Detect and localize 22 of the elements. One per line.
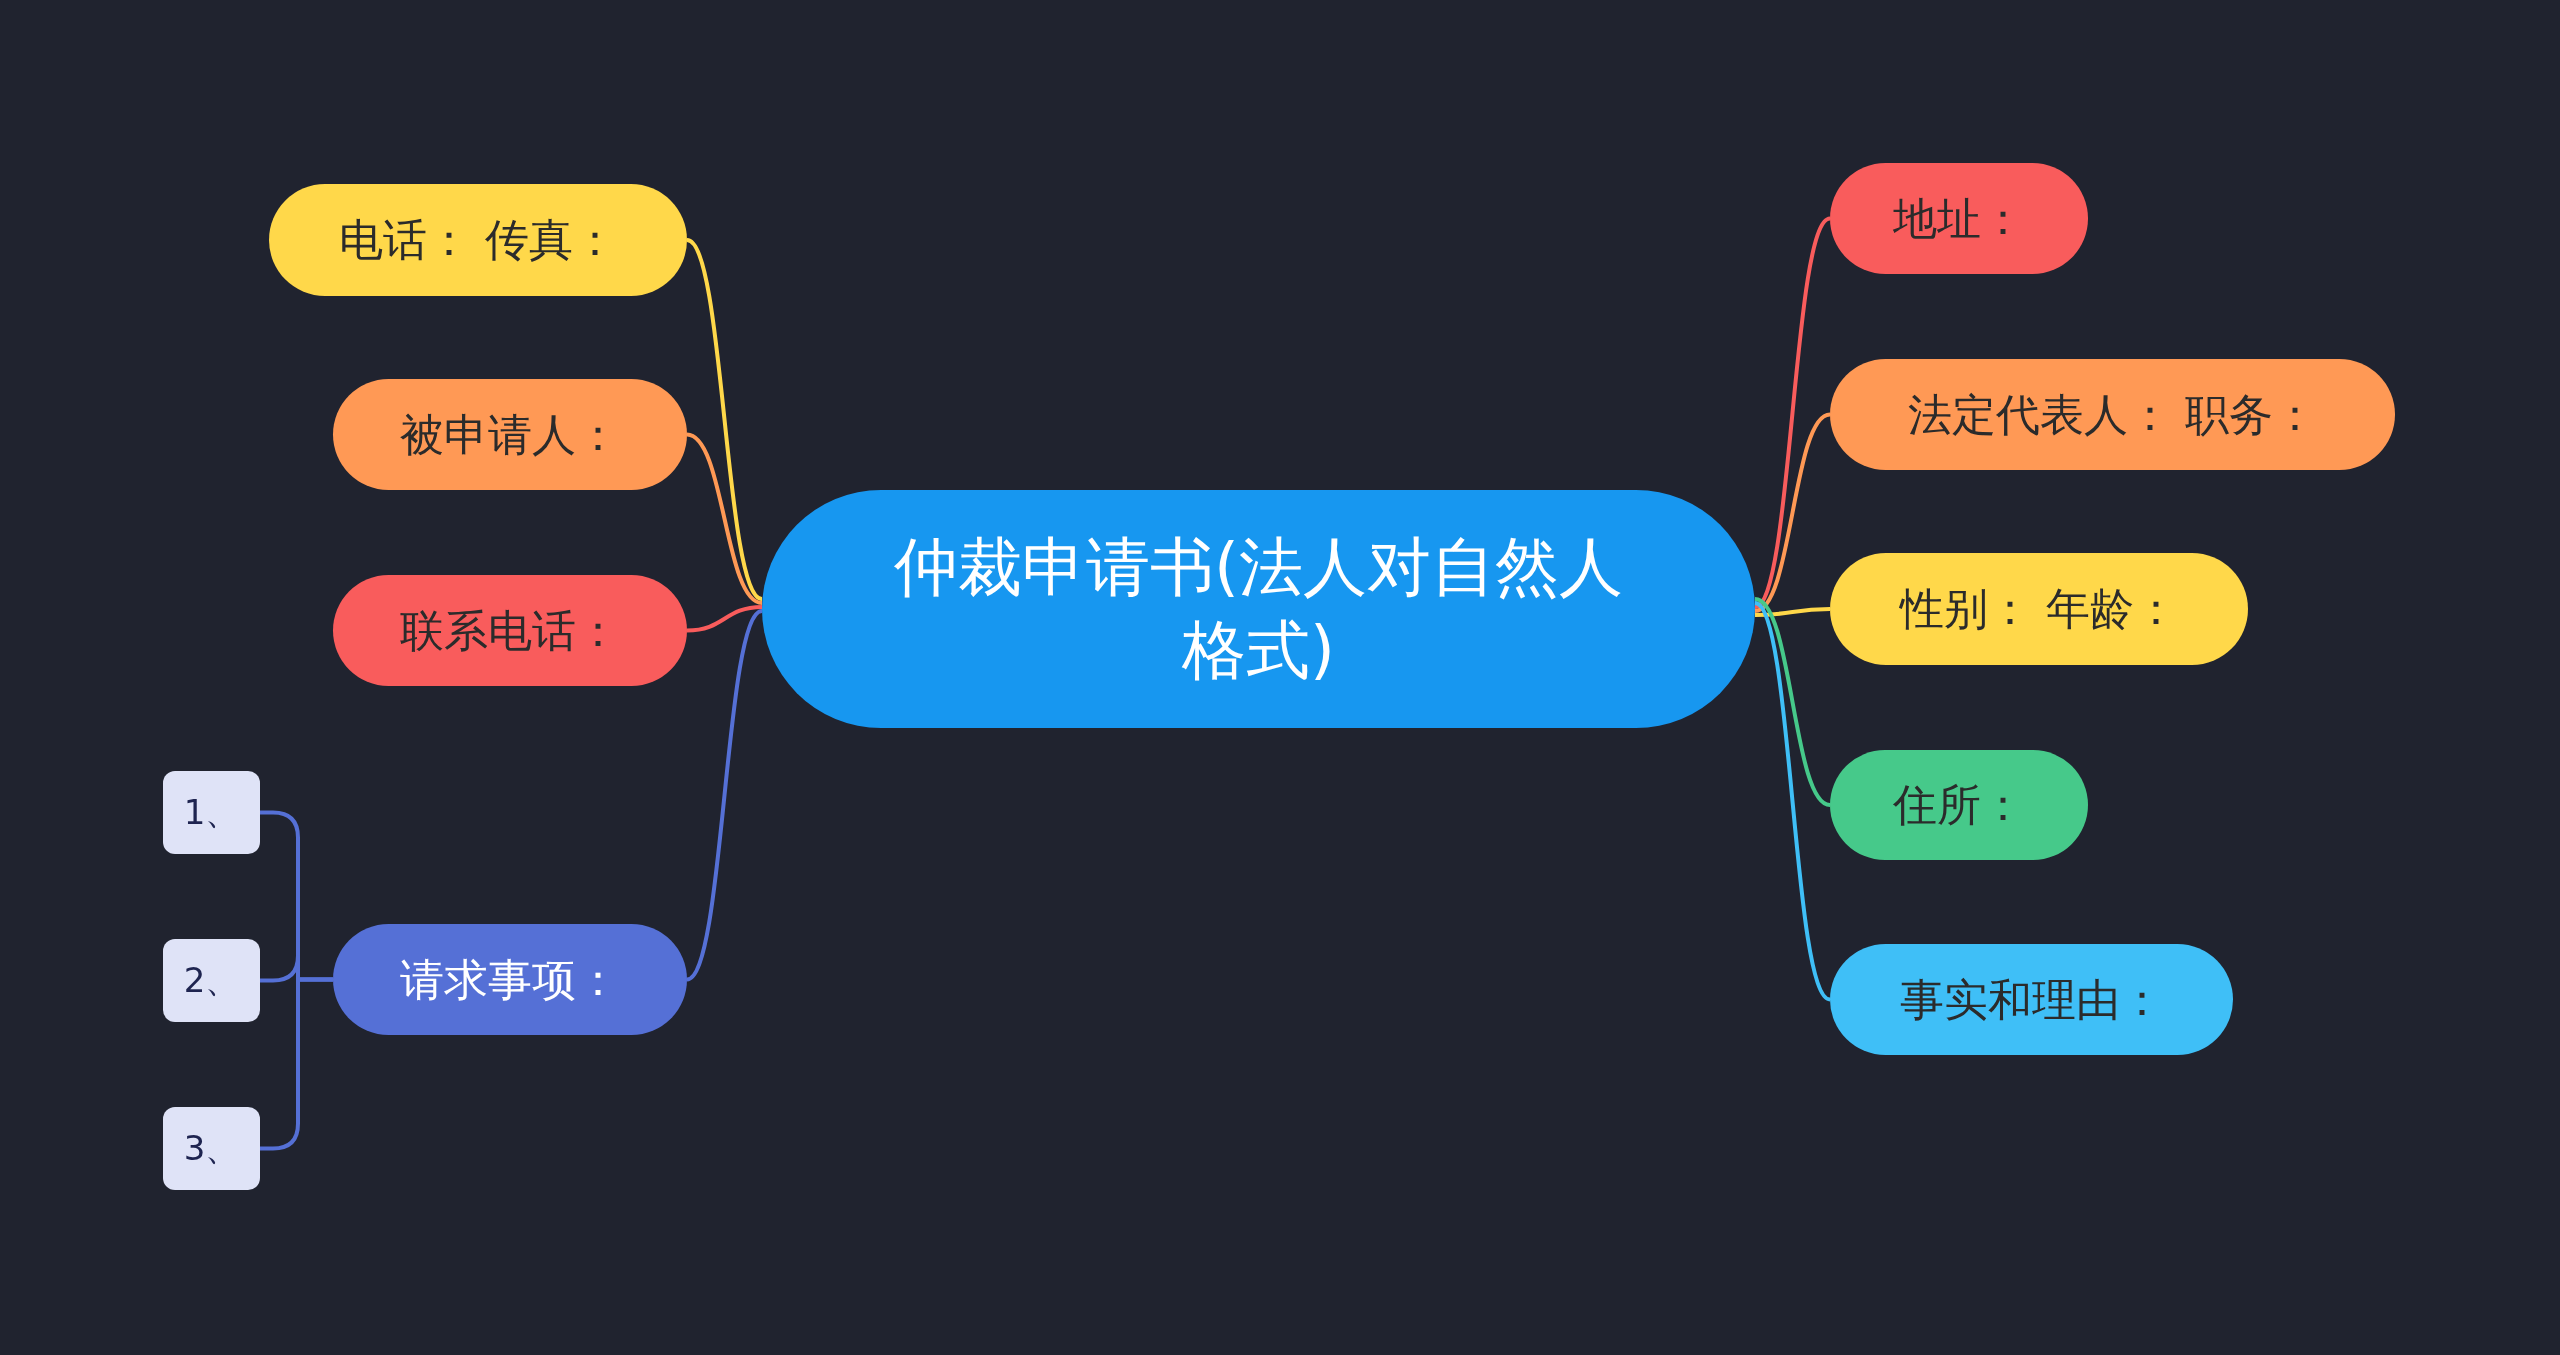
subtopic-box: 3、	[163, 1107, 260, 1190]
connector-line	[686, 605, 763, 633]
topic-box: 电话： 传真：	[269, 184, 687, 296]
central-topic-box: 仲裁申请书(法人对自然人格式)	[762, 490, 1755, 728]
topic-box: 住所：	[1830, 750, 2088, 860]
topic-box: 联系电话：	[333, 575, 687, 686]
connector-line	[1753, 217, 1832, 609]
connector-line	[1754, 597, 1831, 807]
connector-line	[1754, 412, 1831, 613]
connector-line	[685, 238, 764, 601]
topic-box: 事实和理由：	[1830, 944, 2233, 1055]
topic-box: 性别： 年龄：	[1830, 553, 2248, 665]
subtopic-box: 1、	[163, 771, 260, 854]
connector-line	[1754, 607, 1831, 617]
connector-line	[686, 432, 763, 605]
topic-box: 请求事项：	[333, 924, 687, 1035]
subtopic-box: 2、	[163, 939, 260, 1022]
connector-line	[1753, 601, 1832, 1001]
topic-box: 法定代表人： 职务：	[1830, 359, 2395, 470]
topic-box: 地址：	[1830, 163, 2088, 274]
connector-line	[685, 609, 764, 982]
topic-box: 被申请人：	[333, 379, 687, 490]
